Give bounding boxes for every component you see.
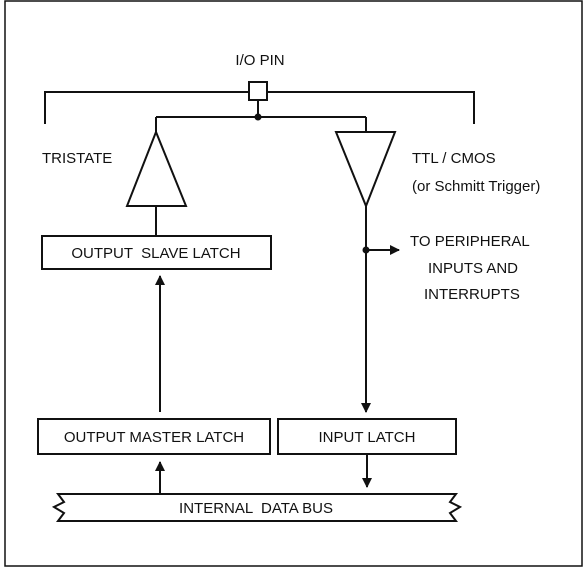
- internal-data-bus: [51, 493, 463, 522]
- ttl-cmos-label: TTL / CMOS: [412, 150, 496, 167]
- pin-bracket-right: [267, 91, 475, 124]
- output-slave-latch-box: [41, 235, 272, 270]
- tristate-label: TRISTATE: [42, 150, 112, 167]
- input-latch-box: [277, 418, 457, 455]
- output-slave-latch-label: OUTPUT SLAVE LATCH: [71, 245, 240, 262]
- input-buffer-triangle: [334, 131, 397, 209]
- peripheral-label-line1: TO PERIPHERAL: [410, 233, 530, 250]
- schmitt-trigger-label: (or Schmitt Trigger): [412, 178, 540, 195]
- peripheral-label-line3: INTERRUPTS: [424, 286, 520, 303]
- output-master-latch-box: [37, 418, 271, 455]
- io-pin-label: I/O PIN: [235, 52, 284, 69]
- io-pin-square: [248, 81, 268, 101]
- pin-bracket: [44, 91, 249, 124]
- internal-data-bus-label: INTERNAL DATA BUS: [179, 500, 333, 517]
- pin-junction-dot: [254, 113, 262, 121]
- diagram-frame: [4, 0, 583, 567]
- tristate-buffer-triangle: [125, 129, 188, 207]
- output-master-latch-label: OUTPUT MASTER LATCH: [64, 429, 244, 446]
- input-latch-label: INPUT LATCH: [319, 429, 416, 446]
- peripheral-label-line2: INPUTS AND: [428, 260, 518, 277]
